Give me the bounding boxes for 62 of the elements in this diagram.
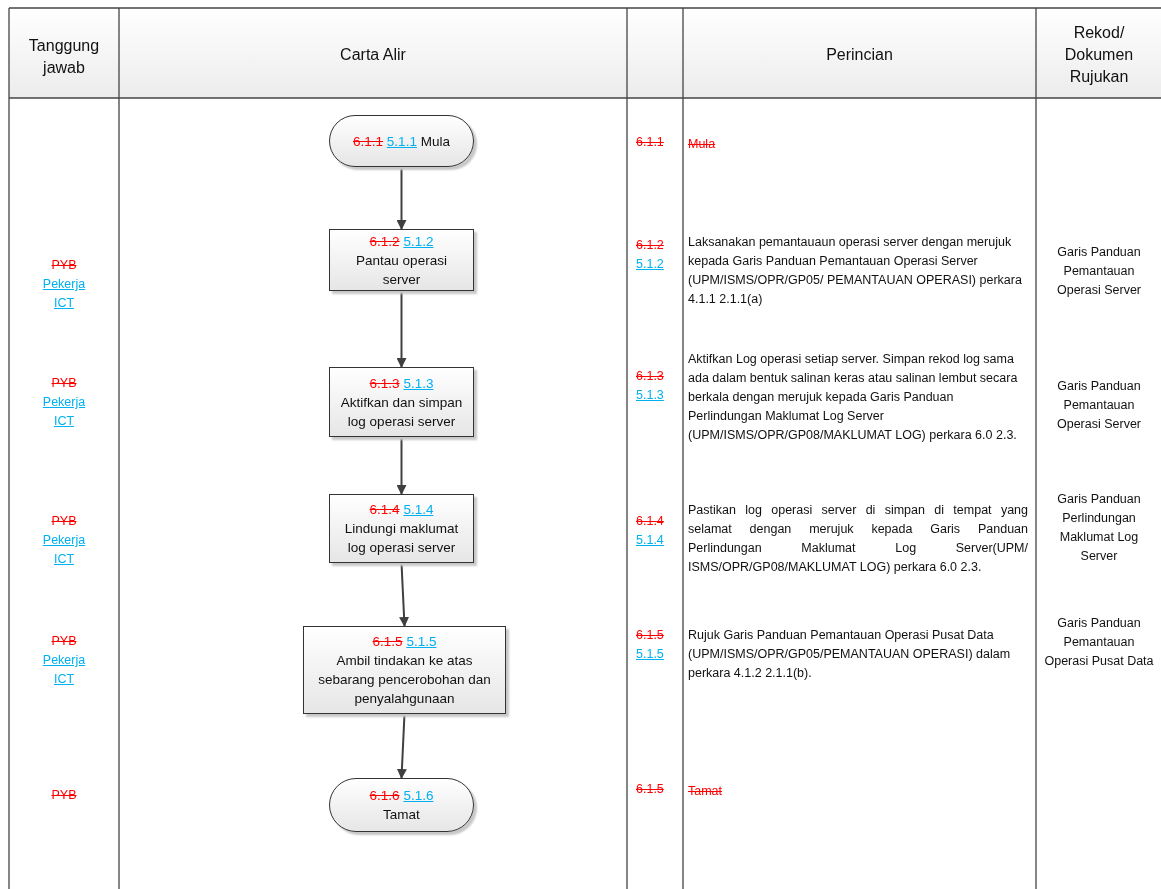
column-header: Carta Alir — [339, 45, 407, 65]
step-number: 5.1.5 — [406, 634, 437, 649]
process-step — [329, 494, 474, 563]
responsibility-text: Pekerja ICT — [41, 394, 87, 430]
deleted-step-number: 6.1.6 — [369, 788, 400, 803]
arrow — [396, 290, 407, 368]
step-label: Mula — [420, 133, 450, 149]
deleted-step-number: 6.1.3 — [369, 375, 400, 391]
step-number: 6.1.3 — [636, 368, 664, 385]
responsibility-text: PYB — [51, 633, 77, 650]
step-number: 5.1.3 — [636, 387, 664, 404]
responsibility-text: Pekerja ICT — [41, 276, 87, 312]
step-number: 5.1.6 — [403, 788, 434, 803]
step-number: 5.1.2 — [636, 256, 664, 273]
column-header: Perincian — [825, 45, 894, 65]
step-label: Lindungi maklumat log operasi server — [343, 520, 460, 557]
responsibility-text: PYB — [51, 375, 77, 392]
arrow — [399, 562, 410, 627]
arrow — [396, 436, 407, 495]
step-label: Aktifkan dan simpan log operasi server — [339, 393, 464, 431]
description-text: Aktifkan Log operasi setiap server. Simpan rekod log sama ada dalam bentuk salinan keras atau salinan lembut secara berkala dengan merujuk kepada Garis Panduan Perlindungan Maklumat Log Server (UPM/ISMS/OPR/GP08/MAKLUMAT LOG) perkara 6.0 2.3. — [688, 351, 1019, 444]
terminator-shape — [329, 778, 474, 832]
responsibility-text: PYB — [51, 787, 77, 804]
step-number: 5.1.2 — [403, 233, 434, 249]
arrow — [396, 713, 407, 779]
deleted-step-number: 6.1.1 — [353, 133, 384, 149]
process-step — [329, 229, 474, 291]
description-text: Laksanakan pemantauaun operasi server dengan merujuk kepada Garis Panduan Pemantauan Operasi Server (UPM/ISMS/OPR/GP05/ PEMANTAUAN OPERASI) perkara 4.1.1 2.1.1(a) — [688, 234, 1023, 308]
responsibility-text: Pekerja ICT — [41, 652, 87, 688]
step-number: 5.1.5 — [636, 646, 664, 663]
step-number: 5.1.1 — [386, 133, 417, 149]
reference-text: Garis Panduan Perlindungan Maklumat Log Server — [1056, 491, 1142, 565]
reference-text: Garis Panduan Pemantauan Operasi Server — [1055, 244, 1143, 299]
column-header: Tanggung jawab — [27, 36, 101, 78]
description-text: Rujuk Garis Panduan Pemantauan Operasi Pusat Data (UPM/ISMS/OPR/GP05/PEMANTAUAN OPERASI) dalam perkara 4.1.2 2.1.1(b). — [688, 627, 1012, 682]
responsibility-text: Pekerja ICT — [41, 532, 87, 568]
reference-text: Garis Panduan Pemantauan Operasi Server — [1055, 378, 1143, 433]
description-text: Pastikan log operasi server di simpan di tempat yang selamat dengan merujuk kepada Garis Panduan Perlindungan Maklumat Log Server(UPM/ ISMS/OPR/GP08/MAKLUMAT LOG) perkara 6.0 2.3. — [688, 502, 1028, 576]
terminator-shape — [329, 115, 474, 167]
step-number: 5.1.4 — [403, 502, 434, 517]
step-number: 6.1.1 — [636, 134, 664, 151]
step-number: 5.1.3 — [403, 375, 434, 391]
responsibility-text: PYB — [51, 257, 77, 274]
deleted-step-number: 6.1.2 — [369, 233, 400, 249]
step-number: 6.1.5 — [636, 627, 664, 644]
step-label: Ambil tindakan ke atas sebarang pencerobohan dan penyalahgunaan — [317, 652, 492, 708]
responsibility-text: PYB — [51, 513, 77, 530]
step-number: 5.1.4 — [636, 532, 664, 549]
step-number: 6.1.5 — [636, 781, 664, 798]
description-text: Mula — [688, 136, 716, 153]
column-header: Rekod/ Dokumen Rujukan — [1063, 23, 1135, 87]
step-label: Pantau operasi server — [355, 251, 448, 289]
step-label: Tamat — [382, 806, 421, 824]
step-number: 6.1.2 — [636, 237, 664, 254]
process-step — [329, 367, 474, 437]
process-step — [303, 626, 506, 714]
reference-text: Garis Panduan Pemantauan Operasi Pusat Data — [1043, 615, 1155, 670]
deleted-step-number: 6.1.5 — [372, 634, 403, 649]
description-text: Tamat — [688, 783, 723, 800]
arrow — [396, 166, 407, 230]
deleted-step-number: 6.1.4 — [369, 502, 400, 517]
step-number: 6.1.4 — [636, 513, 664, 530]
